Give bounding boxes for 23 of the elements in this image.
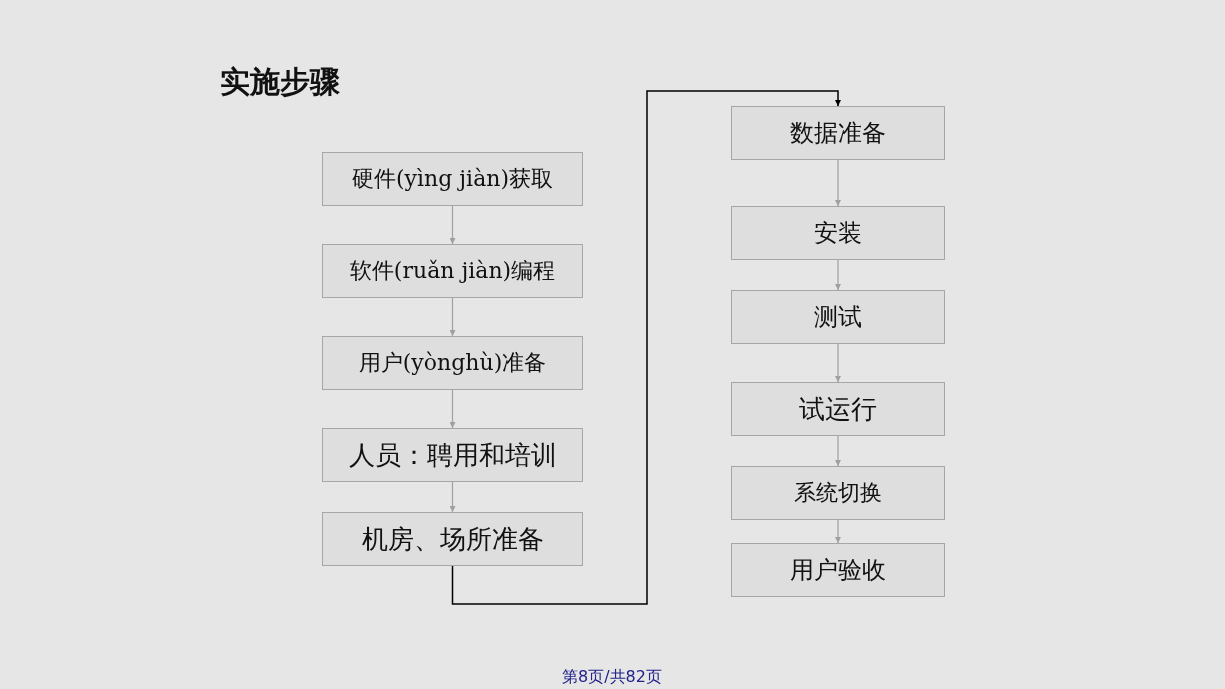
page-number: 第8页/共82页	[562, 667, 662, 688]
arrow	[835, 159, 841, 207]
process-box: 用户验收	[731, 543, 945, 597]
title: 实施步骤	[220, 63, 340, 101]
process-box: 安装	[731, 206, 945, 260]
process-box: 软件(ruǎn jiàn)编程	[322, 244, 583, 298]
arrow	[449, 205, 456, 245]
process-box: 系统切换	[731, 466, 945, 520]
process-box: 机房、场所准备	[322, 512, 583, 566]
process-box: 硬件(yìng jiàn)获取	[322, 152, 583, 206]
arrow	[835, 343, 841, 383]
process-box: 试运行	[731, 382, 945, 436]
arrow	[835, 435, 841, 467]
arrow	[449, 389, 456, 429]
process-box: 测试	[731, 290, 945, 344]
arrow	[449, 481, 456, 513]
process-box: 数据准备	[731, 106, 945, 160]
process-box: 用户(yònghù)准备	[322, 336, 583, 390]
arrow	[449, 297, 456, 337]
arrow	[451, 90, 841, 605]
arrow	[835, 519, 841, 544]
arrow	[835, 259, 841, 291]
process-box: 人员：聘用和培训	[322, 428, 583, 482]
